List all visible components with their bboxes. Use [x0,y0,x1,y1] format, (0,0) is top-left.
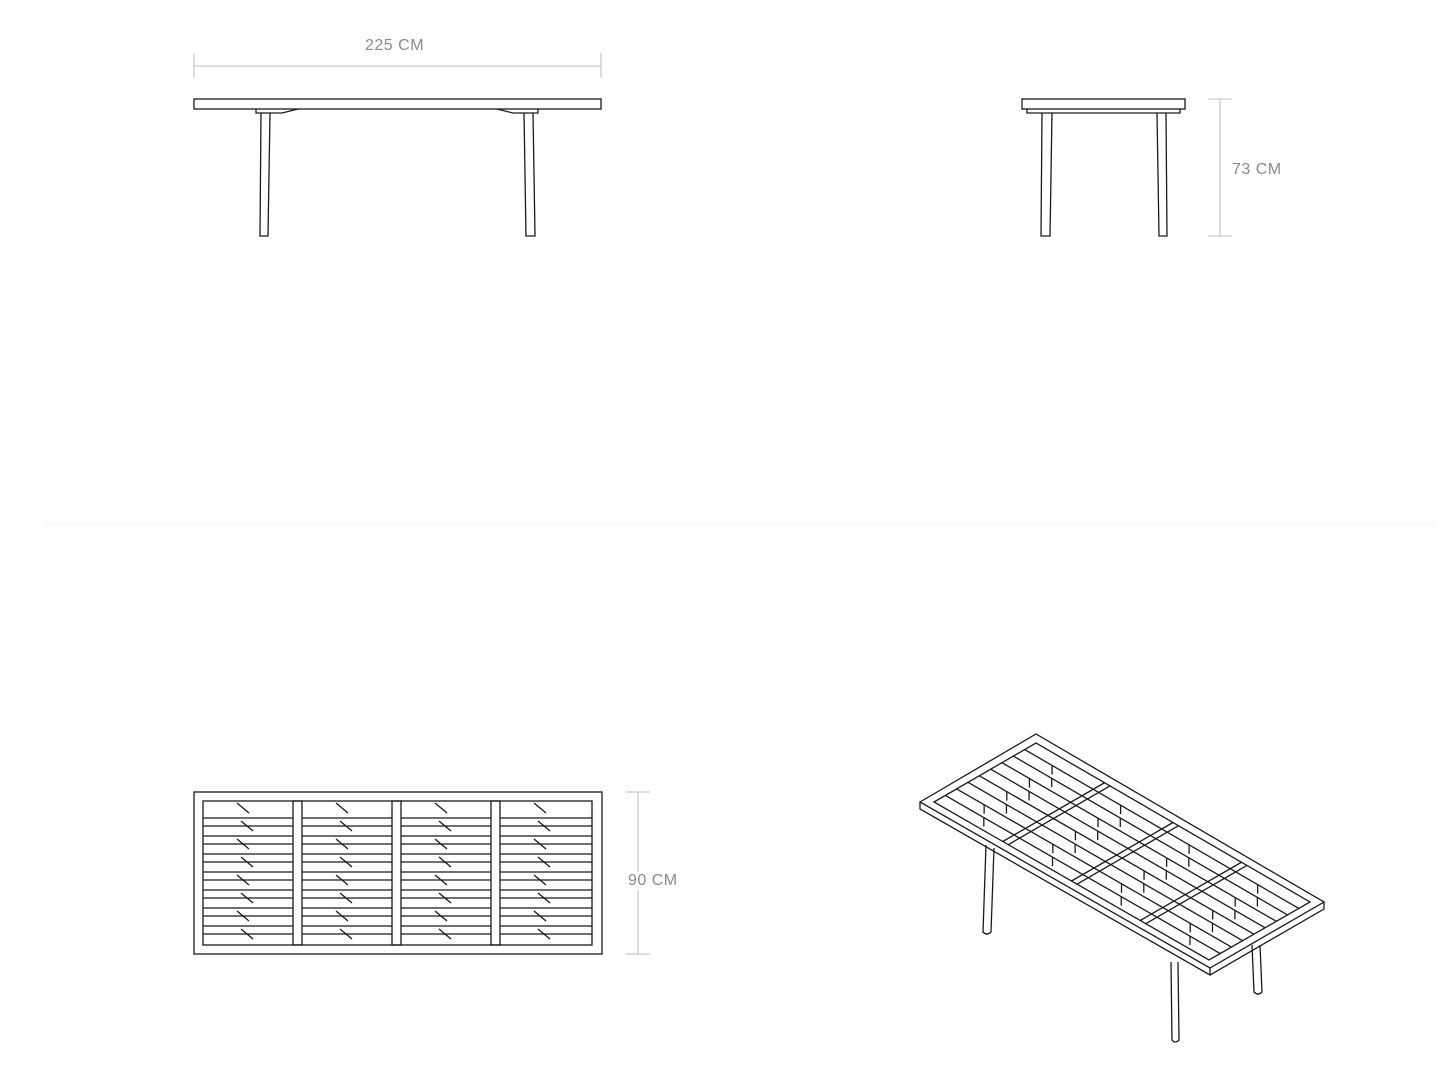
tabletop-side [1021,98,1186,110]
plan-joint-mark [533,802,547,814]
view-divider [45,523,1435,524]
plan-slats [203,800,592,946]
width-dimension-line [193,53,602,78]
plan-joint-mark [240,856,254,868]
plan-joint-mark [236,802,250,814]
iso-slat-line [967,781,1243,942]
iso-tabletop-surface [918,733,1326,969]
plan-outer-frame [193,791,603,955]
height-dimension-line [1208,98,1232,237]
iso-crossbar [1145,864,1248,925]
plan-joint-mark [236,838,250,850]
iso-crossbar [1071,821,1174,882]
plan-view: 90 CM [0,0,720,1082]
bracket-left [255,108,299,114]
iso-crossbar [1139,861,1242,922]
plan-joint-mark [236,910,250,922]
plan-joint-mark [438,820,452,832]
plan-joint-mark [438,892,452,904]
plan-joint-mark [533,838,547,850]
plan-joint-mark [335,874,349,886]
plan-joint-mark [537,856,551,868]
depth-label: 90 CM [626,872,680,890]
plan-joint-mark [434,874,448,886]
plan-crossbar [490,800,501,946]
leg-side-left [1040,112,1053,237]
iso-tabletop-edge-front [919,802,1211,977]
height-label: 73 CM [1232,161,1282,178]
iso-slat-line [1013,755,1288,916]
plan-joint-mark [533,910,547,922]
plan-joint-mark [339,928,353,940]
plan-joint-mark [537,928,551,940]
tabletop-front [193,98,602,110]
iso-tabletop-edge-right [1209,902,1325,976]
iso-slats [945,748,1300,955]
plan-joint-mark [236,874,250,886]
front-elevation-drawing [193,53,602,237]
side-elevation-drawing [1021,98,1232,237]
plan-joint-mark [335,802,349,814]
plan-joint-mark [339,820,353,832]
plan-joint-mark [537,820,551,832]
leg-right [523,112,536,237]
iso-slat-line [979,775,1255,935]
plan-joint-mark [335,838,349,850]
iso-slat-line [956,788,1232,948]
iso-crossbar [1007,785,1111,846]
plan-joint-mark [240,892,254,904]
plan-joint-mark [533,874,547,886]
plan-joint-mark [240,928,254,940]
iso-slat-line [1024,748,1300,910]
bracket-right [496,108,539,114]
leg-left [259,112,271,237]
plan-joint-mark [537,892,551,904]
iso-slat-line [990,768,1266,929]
iso-crossbar [1076,825,1179,885]
iso-crossbar [1002,782,1105,843]
iso-leg-front-right [1251,944,1263,995]
side-elevation-view: 73 CM [0,0,1441,300]
plan-joint-mark [438,928,452,940]
width-label: 225 CM [365,37,425,54]
plan-joint-mark [339,892,353,904]
front-elevation-view: 225 CM [0,0,720,300]
plan-joint-mark [434,802,448,814]
plan-joint-mark [335,910,349,922]
plan-crossbar [391,800,402,946]
plan-joint-mark [240,820,254,832]
iso-leg-front-left [1170,961,1180,1043]
plan-drawing [193,791,650,955]
leg-side-right [1156,112,1168,237]
iso-slat-line [1001,762,1277,922]
plan-joint-mark [339,856,353,868]
plan-joint-mark [438,856,452,868]
plan-crossbar [292,800,303,946]
apron-side [1026,109,1181,114]
iso-leg-back-left [982,844,995,935]
plan-joint-mark [434,838,448,850]
plan-joint-mark [434,910,448,922]
iso-slat-line [945,794,1221,955]
